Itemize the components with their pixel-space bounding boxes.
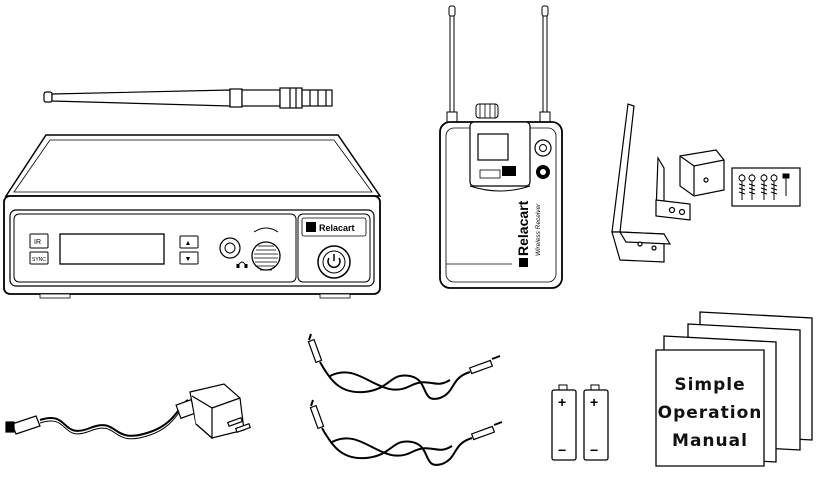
battery-2-minus: −: [590, 442, 598, 458]
bodypack-display: [477, 133, 509, 161]
power-icon: [327, 257, 341, 268]
manual-title-line3: Manual: [672, 431, 748, 451]
antenna-illustration: [43, 87, 333, 109]
volume-arrow-icon: [253, 227, 279, 233]
audio-cable-2: [309, 399, 503, 466]
transmitter-brand-label: Relacart: [319, 223, 355, 233]
bodypack-brand-label: Relacart: [515, 200, 531, 256]
bodypack-receiver: Relacart Wireless Receiver: [439, 5, 563, 289]
battery-1-minus: −: [558, 442, 566, 458]
down-arrow-icon: ▼: [185, 256, 192, 263]
battery-2-plus: +: [590, 394, 598, 410]
audio-cable-1: [307, 333, 501, 400]
ir-button-label: IR: [34, 239, 41, 246]
down-button[interactable]: [179, 251, 199, 265]
power-adapter: [5, 383, 252, 440]
sync-button[interactable]: [29, 251, 49, 265]
screws-icon: [738, 173, 790, 200]
battery-1: + −: [551, 384, 577, 461]
sync-button-label: SYNC: [32, 257, 46, 263]
transmitter-unit: Relacart IR SYNC ▲ ▼: [3, 134, 382, 299]
operation-manual: Simple Operation Manual: [655, 311, 813, 467]
up-arrow-icon: ▲: [185, 240, 192, 247]
battery-1-plus: +: [558, 394, 566, 410]
manual-title-line2: Operation: [658, 403, 763, 423]
rack-mount-kit: [611, 103, 801, 263]
up-button[interactable]: [179, 235, 199, 249]
battery-2: + −: [583, 384, 609, 461]
ir-button[interactable]: [29, 233, 49, 249]
bodypack-subtitle-label: Wireless Receiver: [535, 203, 542, 256]
manual-title-line1: Simple: [674, 375, 745, 395]
lcd-display: [59, 233, 165, 265]
